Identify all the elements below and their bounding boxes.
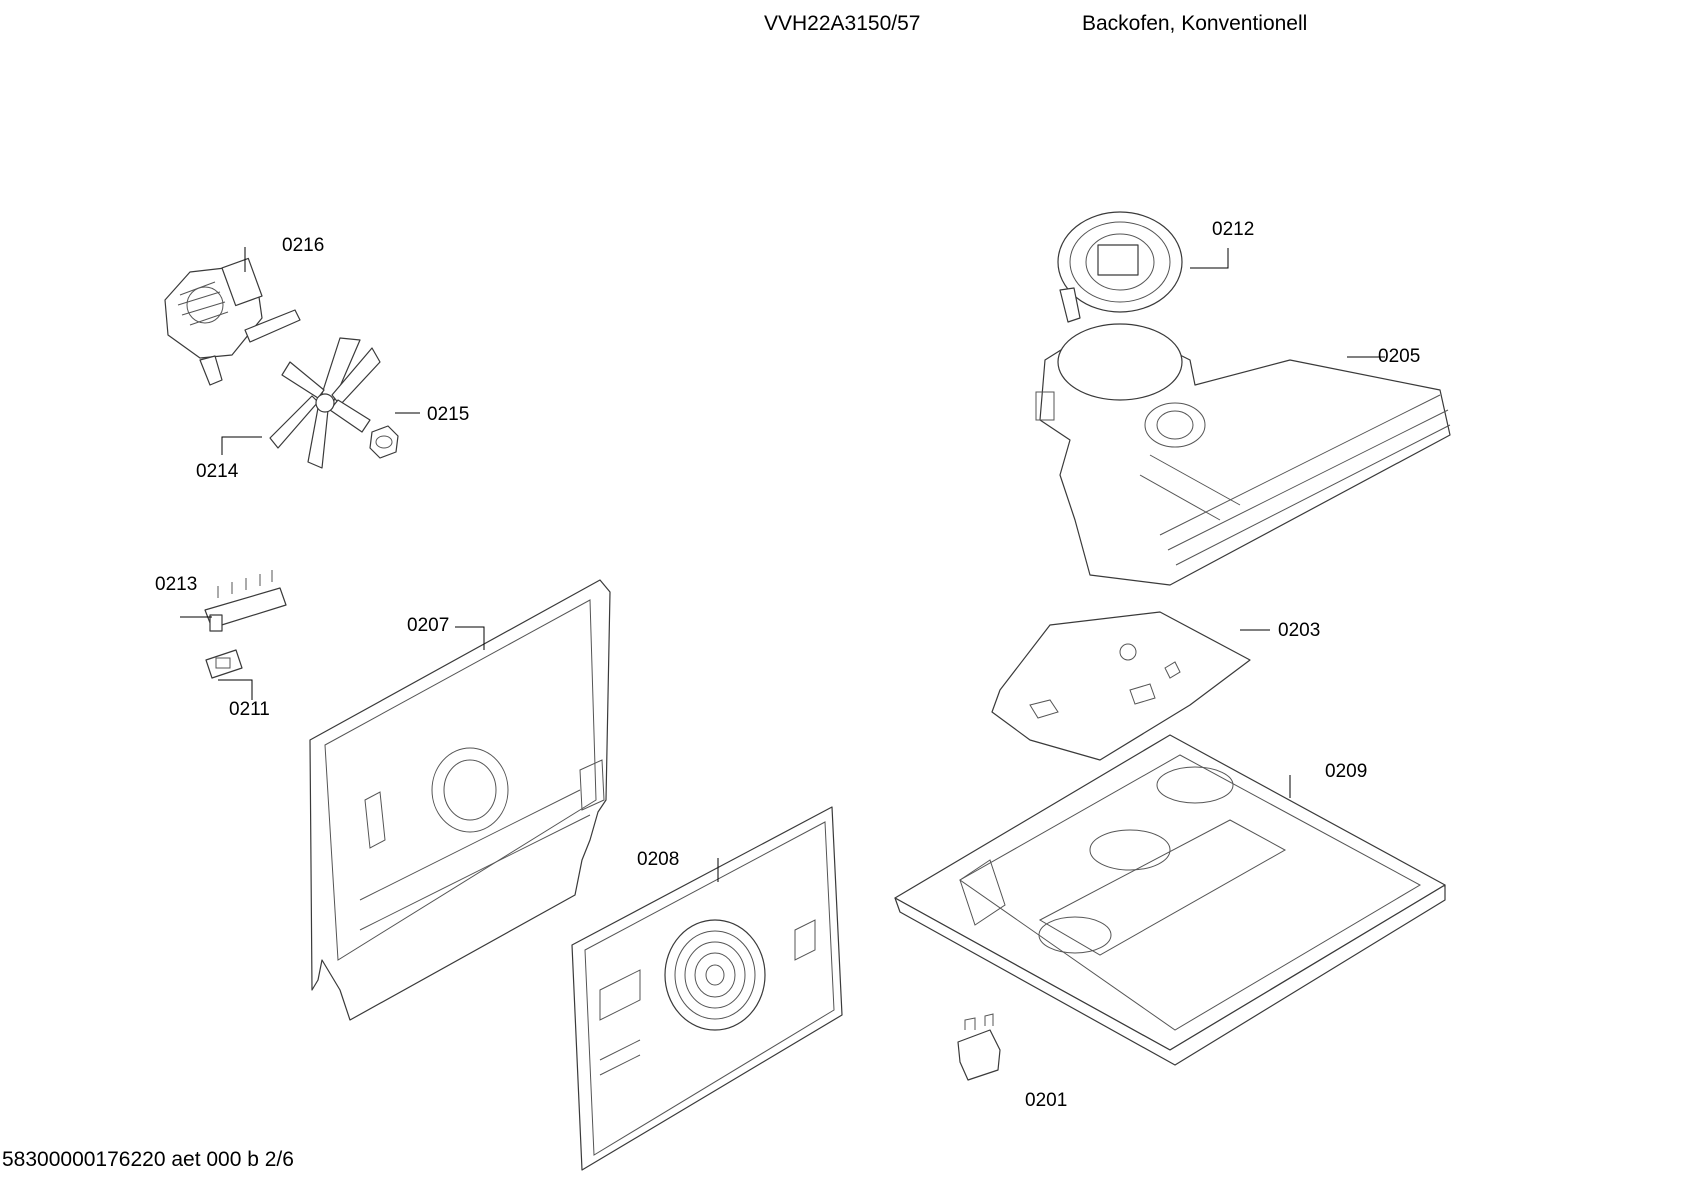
part-label-0216: 0216: [282, 235, 325, 256]
part-label-0203: 0203: [1278, 620, 1321, 641]
document-code: 58300000176220 aet 000 b 2/6: [2, 1148, 294, 1171]
switch-part: [958, 1014, 1000, 1080]
part-label-0213: 0213: [155, 574, 198, 595]
fan-motor-part: [165, 258, 300, 385]
fan-wheel-part: [270, 338, 380, 468]
insulation-plate-part: [992, 612, 1250, 760]
part-label-0201: 0201: [1025, 1090, 1068, 1111]
top-cover-part: [1036, 324, 1450, 585]
part-label-0212: 0212: [1212, 219, 1255, 240]
cavity-rear-panel-part: [572, 807, 842, 1170]
terminal-block-part: [205, 570, 286, 631]
appliance-description: Backofen, Konventionell: [1082, 12, 1308, 35]
connector-part: [206, 650, 242, 678]
model-number: VVH22A3150/57: [764, 12, 921, 35]
bottom-plate-part: [895, 735, 1445, 1065]
part-label-0205: 0205: [1378, 346, 1421, 367]
fan-housing-part: [1058, 212, 1182, 322]
part-label-0215: 0215: [427, 404, 470, 425]
fan-nut-part: [370, 426, 398, 458]
leader-0207: [455, 627, 484, 650]
part-label-0209: 0209: [1325, 761, 1368, 782]
leader-0214: [222, 437, 262, 455]
leader-0212: [1190, 248, 1228, 268]
part-label-0214: 0214: [196, 461, 239, 482]
part-label-0207: 0207: [407, 615, 450, 636]
part-label-0208: 0208: [637, 849, 680, 870]
part-label-0211: 0211: [229, 699, 270, 720]
rear-panel-part: [310, 580, 610, 1020]
leader-0211: [218, 680, 252, 700]
